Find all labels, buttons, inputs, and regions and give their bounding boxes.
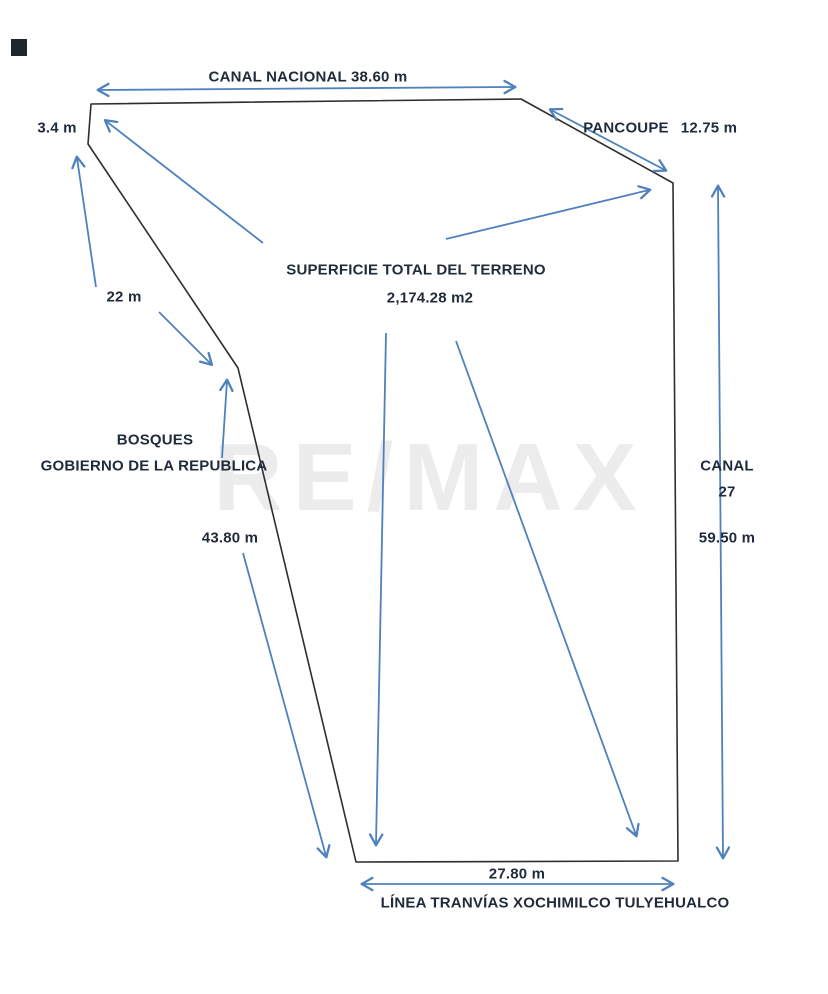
label-canal-right-number: 27 — [718, 483, 736, 501]
arrow-to-topleft-corner — [103, 119, 264, 244]
label-pancoupe: PANCOUPE — [583, 119, 669, 137]
arrow-canal-nacional — [96, 79, 517, 98]
label-bosques: BOSQUES — [116, 431, 194, 449]
arrow-4380-up — [219, 378, 234, 459]
label-canal-nacional: CANAL NACIONAL 38.60 m — [208, 68, 408, 86]
arrow-22m-down — [158, 311, 214, 367]
dimension-arrows — [71, 79, 731, 892]
label-gobierno-republica: GOBIERNO DE LA REPUBLICA — [40, 457, 268, 475]
label-side-22m: 22 m — [106, 288, 142, 306]
arrow-22m-up — [71, 155, 97, 288]
label-superficie-value: 2,174.28 m2 — [386, 289, 474, 307]
arrow-pancoupe — [548, 107, 668, 173]
arrow-center-vertical — [368, 332, 387, 847]
label-linea-tranvias: LÍNEA TRANVÍAS XOCHIMILCO TULYEHUALCO — [380, 894, 730, 912]
terrain-outline — [87, 98, 679, 863]
corner-mark — [11, 39, 27, 56]
label-side-43-80m: 43.80 m — [201, 529, 259, 547]
label-side-59-50m: 59.50 m — [698, 529, 756, 547]
label-pancoupe-length: 12.75 m — [680, 119, 738, 137]
arrow-5950 — [710, 184, 731, 860]
label-superficie-title: SUPERFICIE TOTAL DEL TERRENO — [286, 261, 546, 279]
arrow-center-diagonal — [455, 340, 640, 838]
label-side-3-4m: 3.4 m — [37, 119, 77, 137]
label-canal-right: CANAL — [700, 457, 754, 475]
arrow-4380-down — [242, 552, 331, 859]
label-side-27-80m: 27.80 m — [488, 865, 546, 883]
arrow-to-topright-corner — [445, 185, 652, 240]
